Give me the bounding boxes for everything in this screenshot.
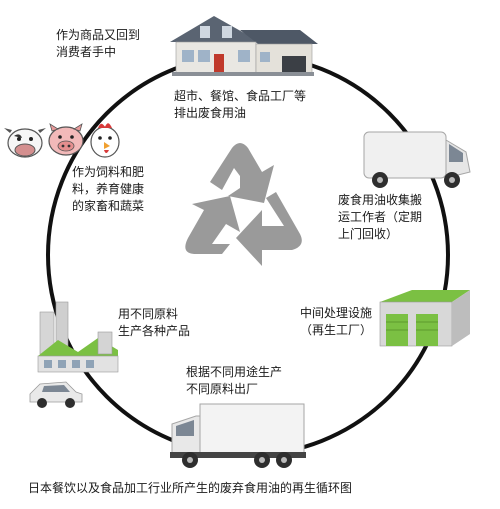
node-sources-line1: 超市、餐馆、食品工厂等 xyxy=(174,89,307,103)
node-feed-line1: 作为饲料和肥 xyxy=(72,165,145,179)
node-products-text: 根据不同用途生产 不同原料出厂 xyxy=(186,364,282,398)
node-sources-line2: 排出废食用油 xyxy=(174,106,247,120)
node-consumer-line1: 作为商品又回到 xyxy=(56,28,141,42)
factory-icon xyxy=(37,301,119,373)
node-collection-text: 废食用油收集搬 运工作者（定期 上门回收） xyxy=(338,192,422,243)
node-collection-line1: 废食用油收集搬 xyxy=(338,193,423,207)
node-processing-line1: 中间处理设施 xyxy=(300,306,373,320)
pig-icon xyxy=(48,123,84,156)
node-products-line1: 根据不同用途生产 xyxy=(186,365,283,379)
house-icon xyxy=(170,16,318,76)
node-feed-line2: 料，养育健康 xyxy=(72,182,145,196)
node-manufacture-text: 用不同原料 生产各种产品 xyxy=(118,306,190,340)
node-feed-line3: 的家畜和蔬菜 xyxy=(72,199,145,213)
truck-icon xyxy=(170,403,306,468)
node-feed-text: 作为饲料和肥 料，养育健康 的家畜和蔬菜 xyxy=(72,164,144,215)
recycle-symbol-icon xyxy=(185,143,302,266)
node-manufacture-line1: 用不同原料 xyxy=(118,307,179,321)
node-sources-text: 超市、餐馆、食品工厂等 排出废食用油 xyxy=(174,88,306,122)
diagram-caption: 日本餐饮以及食品加工行业所产生的废弃食用油的再生循环图 xyxy=(28,481,353,495)
node-collection-line2: 运工作者（定期 xyxy=(338,210,423,224)
node-products-line2: 不同原料出厂 xyxy=(186,382,259,396)
chicken-icon xyxy=(90,123,120,158)
node-processing-text: 中间处理设施 （再生工厂） xyxy=(300,305,372,339)
node-manufacture-line2: 生产各种产品 xyxy=(118,324,191,338)
node-consumer-line2: 消费者手中 xyxy=(56,45,117,59)
car-icon xyxy=(29,381,83,408)
node-collection-line3: 上门回收） xyxy=(338,227,399,241)
van-icon xyxy=(363,131,471,188)
node-consumer-text: 作为商品又回到 消费者手中 xyxy=(56,27,140,61)
cow-icon xyxy=(4,128,46,158)
node-processing-line2: （再生工厂） xyxy=(300,323,373,337)
recycling-plant-icon xyxy=(379,290,470,347)
